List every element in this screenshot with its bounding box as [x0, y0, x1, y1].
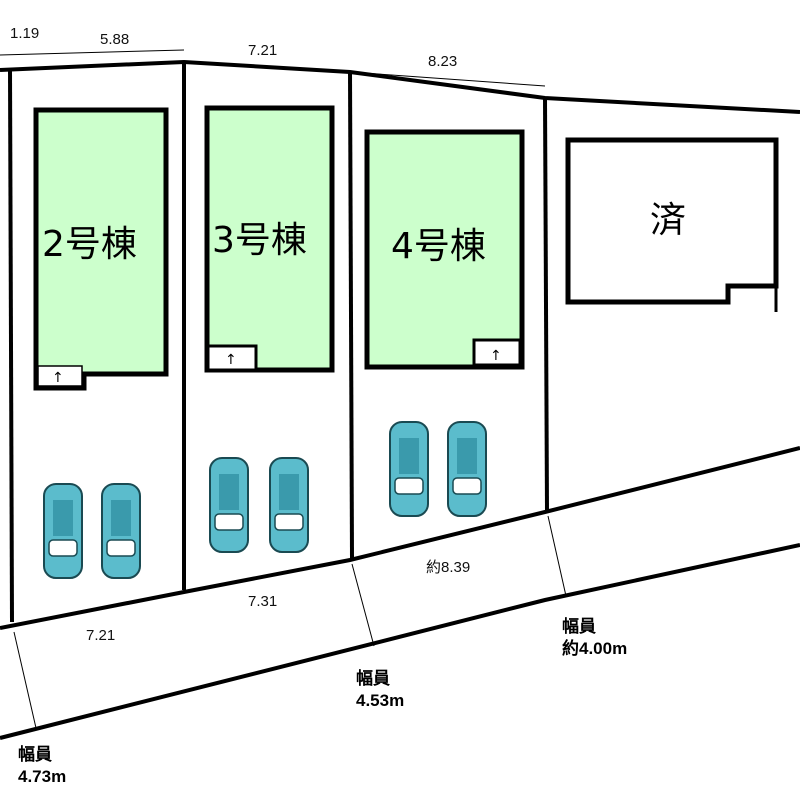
dim-line-road-3 — [547, 515, 567, 597]
car-4a — [389, 421, 429, 517]
road-1-width: 4.73m — [18, 767, 66, 786]
dim-top-3: 7.21 — [248, 42, 277, 59]
sold-building — [565, 137, 779, 305]
car-4b — [447, 421, 487, 517]
building-label-2: 2号棟 — [42, 224, 137, 265]
building-2 — [33, 107, 169, 391]
dim-bottom-1: 7.21 — [86, 627, 115, 644]
dim-line-top-1 — [0, 49, 185, 56]
entrance-box-4 — [472, 338, 522, 367]
entrance-arrow-2: ↑ — [52, 370, 64, 386]
sold-label: 済 — [650, 200, 686, 241]
dim-top-2: 5.88 — [100, 31, 129, 48]
road-2-label: 幅員 — [356, 668, 390, 688]
lot-divider-1 — [8, 69, 14, 623]
dim-line-top-3 — [349, 71, 546, 87]
entrance-box-2 — [37, 365, 83, 387]
dim-line-road-1 — [13, 631, 37, 729]
entrance-box-3 — [206, 344, 258, 372]
building-4 — [364, 129, 525, 370]
building-3 — [204, 105, 335, 373]
dim-top-4: 8.23 — [428, 53, 457, 70]
dim-bottom-2: 7.31 — [248, 593, 277, 610]
building-label-4: 4号棟 — [391, 226, 486, 267]
dim-line-road-2 — [351, 563, 375, 647]
dim-top-1: 1.19 — [10, 25, 39, 42]
entrance-arrow-3: ↑ — [225, 352, 237, 368]
road-2-width: 4.53m — [356, 691, 404, 710]
lot-divider-4 — [543, 97, 549, 513]
top-boundary — [0, 59, 800, 114]
car-2a — [43, 483, 83, 579]
car-2b — [101, 483, 141, 579]
dim-line-top-2 — [183, 61, 351, 73]
road-3-width: 約4.00m — [562, 638, 627, 658]
car-3a — [209, 457, 249, 553]
road-1-label: 幅員 — [18, 744, 52, 764]
building-label-3: 3号棟 — [212, 220, 307, 261]
entrance-arrow-4: ↑ — [490, 348, 502, 364]
car-3b — [269, 457, 309, 553]
road-3-label: 幅員 — [562, 616, 596, 636]
lot-frontage — [0, 446, 800, 630]
road-edge-lower — [0, 543, 800, 740]
lot-divider-3 — [348, 71, 354, 559]
dim-bottom-3: 約8.39 — [426, 559, 470, 576]
